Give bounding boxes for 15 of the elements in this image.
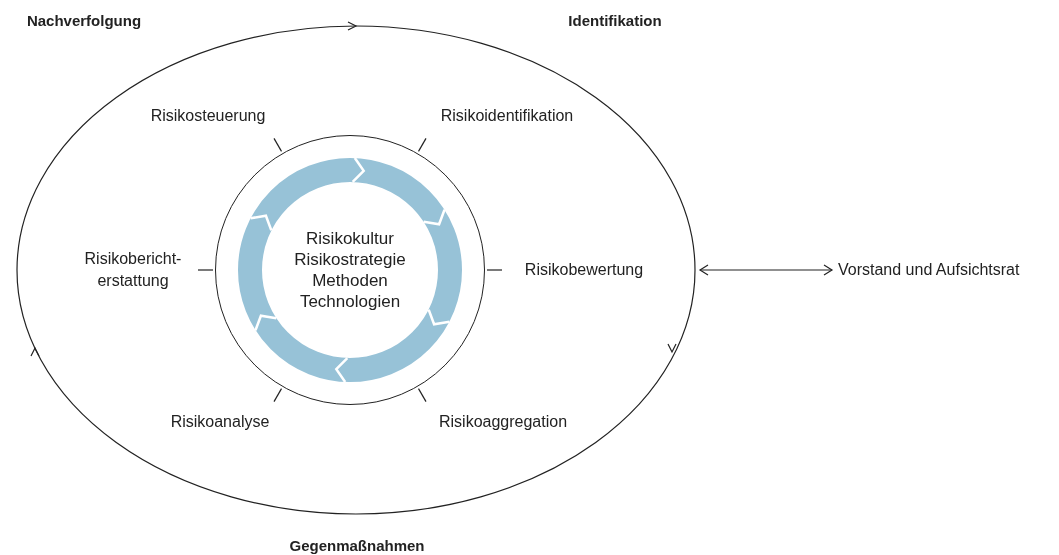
topic-text: Risikostrategie	[294, 249, 406, 270]
stage-label: Risikobewertung	[524, 261, 644, 279]
stage-label: Risikobericht-erstattung	[83, 249, 183, 291]
stage-label: Risikoidentifikation	[440, 107, 574, 125]
stage-label: Risikosteuerung	[150, 107, 266, 125]
stage-label: Risikoaggregation	[438, 413, 568, 431]
topic-text: Risikokultur	[306, 228, 394, 249]
topic-text: Technologien	[299, 291, 401, 312]
phase-heading: Identifikation	[568, 11, 662, 29]
stakeholder-label: Vorstand und Aufsichtsrat	[838, 258, 1020, 282]
stage-label: Risikoanalyse	[170, 413, 270, 431]
phase-heading: Gegenmaßnahmen	[289, 536, 425, 554]
topic-text: Methoden	[312, 270, 388, 291]
phase-heading: Nachverfolgung	[26, 11, 142, 29]
double-arrow	[699, 264, 833, 276]
